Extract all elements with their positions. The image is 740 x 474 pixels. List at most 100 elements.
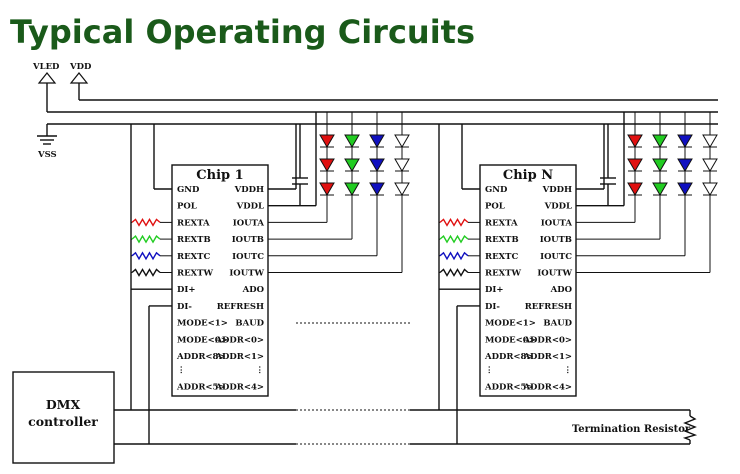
led-white-icon bbox=[394, 158, 410, 172]
pin-label-left: ⋮ bbox=[485, 365, 494, 376]
ground-icon bbox=[37, 124, 57, 145]
led-white-icon bbox=[702, 158, 718, 172]
pin-label-left: ADDR<5> bbox=[484, 382, 534, 392]
led-red-icon bbox=[319, 182, 335, 196]
pin-label-left: ADDR<5> bbox=[176, 382, 226, 392]
pin-label-left: MODE<1> bbox=[485, 319, 536, 329]
rext-resistor-black bbox=[439, 268, 469, 277]
dmx-label: DMX bbox=[46, 397, 81, 412]
pin-label-left: REXTC bbox=[177, 252, 210, 262]
pin-label-right: BAUD bbox=[543, 319, 572, 329]
pin-label-right: ADDR<1> bbox=[522, 352, 572, 362]
led-green-icon bbox=[344, 134, 360, 148]
pin-label-left: REXTA bbox=[177, 218, 210, 228]
pin-label-right: ADDR<0> bbox=[214, 335, 264, 345]
pin-label-left: REXTB bbox=[177, 235, 211, 245]
rext-resistor-blue bbox=[131, 251, 161, 261]
pin-label-right: IOUTC bbox=[232, 252, 264, 262]
rext-resistor-blue bbox=[439, 251, 469, 261]
rext-resistor-green bbox=[439, 234, 469, 244]
led-red-icon bbox=[319, 134, 335, 148]
led-white-icon bbox=[702, 182, 718, 196]
pin-label-left: POL bbox=[177, 202, 197, 212]
pin-label-left: ADDR<8> bbox=[484, 352, 534, 362]
pin-label-right: ADDR<1> bbox=[214, 352, 264, 362]
led-green-icon bbox=[344, 158, 360, 172]
pin-label-left: REXTB bbox=[485, 235, 519, 245]
led-blue-icon bbox=[677, 182, 693, 196]
pin-label-left: DI+ bbox=[177, 285, 195, 295]
pin-label-right: ⋮ bbox=[564, 365, 573, 376]
rext-resistor-black bbox=[131, 268, 161, 277]
termination-resistor bbox=[682, 410, 698, 444]
chip-title: Chip 1 bbox=[196, 168, 243, 183]
pin-label-right: BAUD bbox=[235, 319, 264, 329]
pin-label-right: IOUTC bbox=[540, 252, 572, 262]
dmx-controller-box bbox=[12, 371, 115, 464]
pin-label-left: REXTA bbox=[485, 218, 518, 228]
pin-label-left: ADDR<8> bbox=[176, 352, 226, 362]
led-green-icon bbox=[652, 134, 668, 148]
chip-body bbox=[171, 164, 269, 397]
pin-label-left: REXTW bbox=[177, 269, 213, 279]
pin-label-right: IOUTB bbox=[232, 235, 264, 245]
pin-label-left: REXTC bbox=[485, 252, 518, 262]
led-red-icon bbox=[319, 158, 335, 172]
pin-label-right: REFRESH bbox=[217, 302, 264, 312]
pin-label-left: MODE<1> bbox=[177, 319, 228, 329]
chip-title: Chip N bbox=[503, 168, 553, 183]
pin-label-left: GND bbox=[485, 185, 508, 195]
pin-label-right: ADDR<4> bbox=[214, 382, 264, 392]
data-bus bbox=[114, 409, 690, 445]
controller-label: controller bbox=[28, 414, 98, 429]
pin-label-right: VDDL bbox=[236, 202, 264, 212]
led-white-icon bbox=[702, 134, 718, 148]
led-blue-icon bbox=[369, 158, 385, 172]
led-blue-icon bbox=[677, 158, 693, 172]
led-blue-icon bbox=[677, 134, 693, 148]
pin-label-right: IOUTB bbox=[540, 235, 572, 245]
chip-2-group: Chip N GND POL REXTA REXTB REXTC REXTW DI+ DI- MO… bbox=[438, 112, 718, 444]
led-white-icon bbox=[394, 134, 410, 148]
pin-label-left: DI+ bbox=[485, 285, 503, 295]
pin-label-right: VDDH bbox=[234, 185, 264, 195]
pin-label-right: IOUTA bbox=[541, 218, 573, 228]
led-blue-icon bbox=[369, 182, 385, 196]
pin-label-right: VDDL bbox=[544, 202, 572, 212]
led-red-icon bbox=[627, 134, 643, 148]
led-white-icon bbox=[394, 182, 410, 196]
led-red-icon bbox=[627, 182, 643, 196]
pin-label-right: IOUTW bbox=[537, 269, 572, 279]
led-green-icon bbox=[652, 158, 668, 172]
rext-resistor-green bbox=[131, 234, 161, 244]
led-green-icon bbox=[652, 182, 668, 196]
pin-label-right: REFRESH bbox=[525, 302, 572, 312]
diagram-title: Typical Operating Circuits bbox=[10, 13, 475, 51]
vdd-supply-arrow bbox=[69, 72, 89, 100]
pin-label-right: IOUTA bbox=[233, 218, 265, 228]
pin-label-left: MODE<0> bbox=[177, 335, 228, 345]
pin-label-right: ADO bbox=[242, 285, 265, 295]
pin-label-right: ADDR<0> bbox=[522, 335, 572, 345]
vdd-label: VDD bbox=[69, 62, 92, 72]
pin-label-right: ADDR<4> bbox=[522, 382, 572, 392]
pin-label-left: ⋮ bbox=[177, 365, 186, 376]
pin-label-left: REXTW bbox=[485, 269, 521, 279]
rext-resistor-red bbox=[439, 218, 469, 227]
led-red-icon bbox=[627, 158, 643, 172]
pin-label-left: MODE<0> bbox=[485, 335, 536, 345]
pin-label-left: POL bbox=[485, 202, 505, 212]
pin-label-right: ADO bbox=[550, 285, 573, 295]
vled-label: VLED bbox=[32, 62, 60, 72]
pin-label-right: IOUTW bbox=[229, 269, 264, 279]
chip-1-group: Chip 1 GND POL REXTA REXTB REXTC REXTW DI+ DI- MO… bbox=[130, 112, 410, 444]
termination-label: Termination Resistor bbox=[572, 424, 691, 435]
led-blue-icon bbox=[369, 134, 385, 148]
vled-supply-arrow bbox=[37, 72, 57, 112]
pin-label-left: DI- bbox=[485, 302, 500, 312]
pin-label-left: DI- bbox=[177, 302, 192, 312]
pin-label-left: GND bbox=[177, 185, 200, 195]
pin-label-right: VDDH bbox=[542, 185, 572, 195]
